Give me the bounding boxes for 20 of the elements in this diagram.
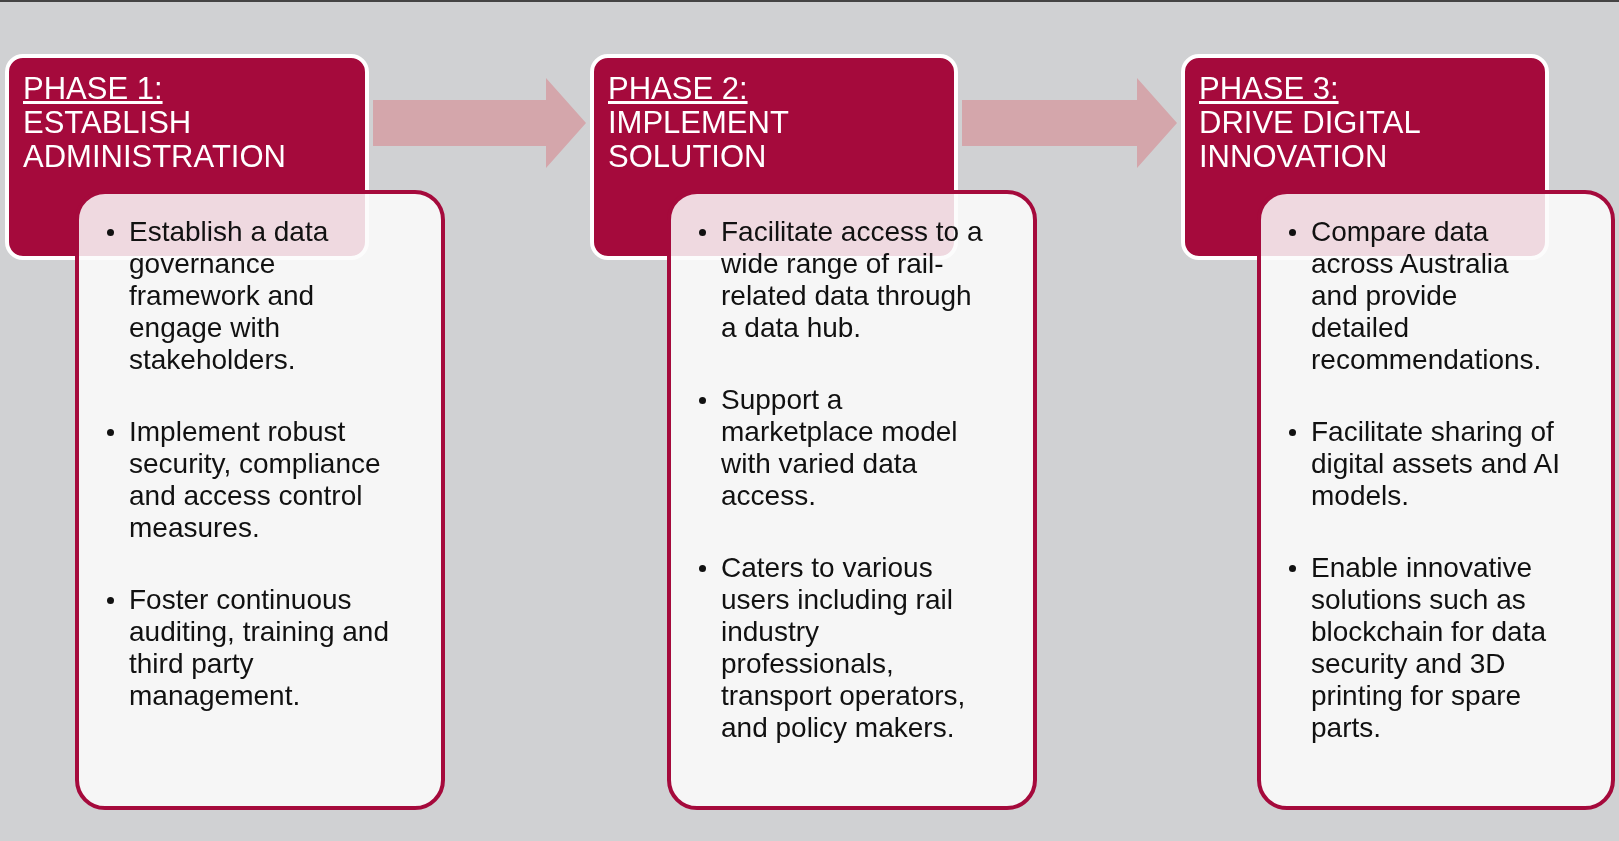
- phase-number: PHASE 2:: [608, 72, 748, 106]
- bullet-point: Caters to various users including rail industry professionals, transport operators, and policy makers.: [721, 552, 967, 744]
- phase-title: ESTABLISH ADMINISTRATION: [23, 106, 287, 174]
- bullet-card: [1257, 190, 1615, 810]
- phase-title: DRIVE DIGITAL INNOVATION: [1199, 106, 1421, 174]
- bullet-point: Enable innovative solutions such as blockchain for data security and 3D printing for spare parts.: [1311, 552, 1548, 744]
- phase-number: PHASE 1:: [23, 72, 163, 106]
- bullet-point: Establish a data governance framework and engage with stakeholders.: [129, 216, 330, 376]
- bullet-point: Compare data across Australia and provide detailed recommendations.: [1311, 216, 1543, 376]
- phase-title: IMPLEMENT SOLUTION: [608, 106, 790, 174]
- phase-number: PHASE 3:: [1199, 72, 1339, 106]
- bullet-point: Support a marketplace model with varied data access.: [721, 384, 959, 512]
- bullet-point: Foster continuous auditing, training and third party management.: [129, 584, 390, 712]
- bullet-point: Facilitate access to a wide range of rail-related data through a data hub.: [721, 216, 984, 344]
- block-arrow: [373, 78, 586, 168]
- bullet-point: Implement robust security, compliance and access control measures.: [129, 416, 382, 544]
- bullet-card: [75, 190, 445, 810]
- bullet-point: Facilitate sharing of digital assets and AI models.: [1311, 416, 1562, 512]
- bullet-card: [667, 190, 1037, 810]
- block-arrow: [962, 78, 1177, 168]
